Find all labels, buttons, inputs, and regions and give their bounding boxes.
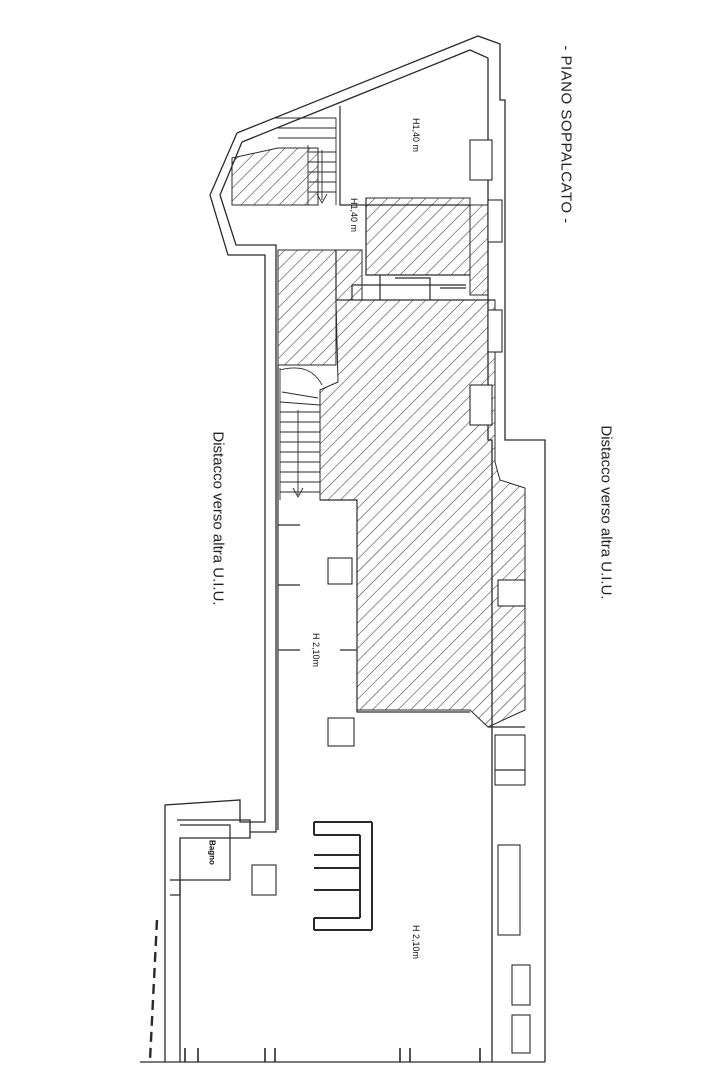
hatch-small-left bbox=[335, 249, 363, 301]
left-wall-top bbox=[164, 132, 266, 1062]
outer-wall-outer-line bbox=[236, 35, 546, 1062]
interior-walls bbox=[277, 106, 525, 830]
bathroom-walls bbox=[170, 824, 231, 896]
staircase-upper bbox=[275, 117, 337, 205]
room-label-bathroom: Bagno bbox=[207, 840, 217, 865]
hatch-main bbox=[319, 299, 526, 728]
hatch-upper-room bbox=[365, 197, 471, 276]
window-niches bbox=[469, 139, 531, 1054]
side-label-left: Distacco verso altra U.I.U. bbox=[209, 431, 227, 606]
hatch-left bbox=[277, 249, 337, 366]
left-wall-top-inner bbox=[219, 141, 277, 833]
left-wall-lower bbox=[177, 819, 251, 1062]
room-height-middle: H 2,10m bbox=[311, 632, 321, 667]
hatch-upper-right bbox=[469, 204, 489, 296]
room-height-bottom: H 2,10m bbox=[411, 924, 421, 959]
hatch-corner bbox=[231, 147, 319, 206]
outer-walls bbox=[164, 35, 546, 1062]
bottom-edge-marks bbox=[140, 1048, 545, 1063]
fixtures bbox=[313, 821, 373, 931]
dashed-mark bbox=[148, 919, 159, 1061]
outer-wall-inner-line bbox=[241, 49, 493, 1062]
plan-title: - PIANO SOPPALCATO - bbox=[557, 45, 575, 224]
staircase-lower bbox=[279, 367, 323, 500]
square-boxes bbox=[251, 557, 355, 896]
side-label-right: Distacco verso altra U.I.U. bbox=[597, 425, 615, 600]
room-height-top: H1,40 m bbox=[411, 117, 421, 152]
room-height-small: H1,40 m bbox=[349, 197, 359, 232]
